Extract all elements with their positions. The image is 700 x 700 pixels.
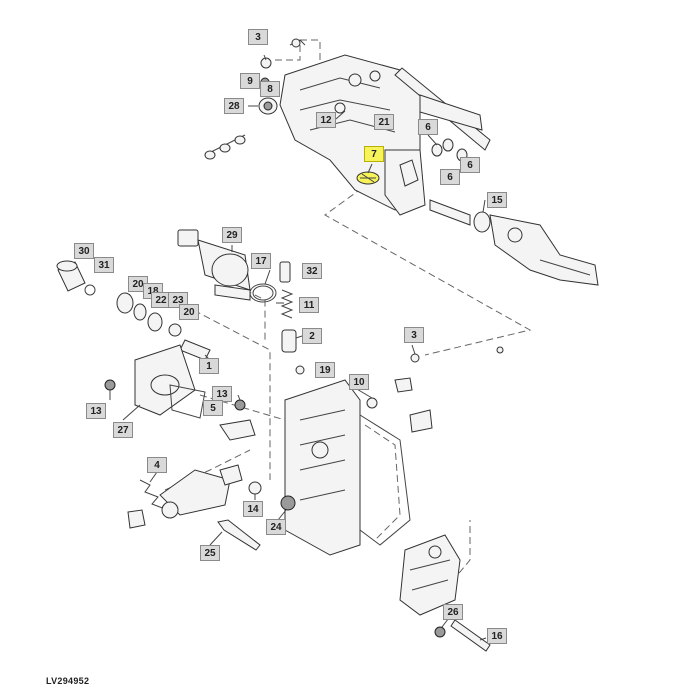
- callout-label: 23: [172, 295, 184, 306]
- bolt-13-right: [234, 399, 246, 411]
- part-7-highlighted-spring: [356, 171, 380, 185]
- callout-14[interactable]: 14: [243, 501, 263, 517]
- callout-label: 17: [255, 256, 267, 267]
- callout-label: 6: [447, 172, 453, 183]
- callout-label: 15: [491, 195, 503, 206]
- callout-27[interactable]: 27: [113, 422, 133, 438]
- drive-shaft-assembly-15: [429, 199, 599, 286]
- callout-30[interactable]: 30: [74, 243, 94, 259]
- callout-label: 10: [353, 377, 365, 388]
- callout-11[interactable]: 11: [299, 297, 319, 313]
- callout-3[interactable]: 3: [404, 327, 424, 343]
- callout-label: 25: [204, 548, 216, 559]
- callout-label: 28: [228, 101, 240, 112]
- callout-label: 6: [467, 160, 473, 171]
- spring-11: [280, 289, 294, 319]
- callout-26[interactable]: 26: [443, 604, 463, 620]
- callout-25[interactable]: 25: [200, 545, 220, 561]
- callout-label: 13: [90, 406, 102, 417]
- plunger-2: [281, 329, 297, 353]
- callout-label: 6: [425, 122, 431, 133]
- bracket-5: [219, 419, 256, 441]
- callout-10[interactable]: 10: [349, 374, 369, 390]
- callout-label: 16: [491, 631, 503, 642]
- callout-12[interactable]: 12: [316, 112, 336, 128]
- lower-bracket-assembly: [399, 534, 461, 616]
- callout-28[interactable]: 28: [224, 98, 244, 114]
- callout-label: 32: [306, 266, 318, 277]
- callout-1[interactable]: 1: [199, 358, 219, 374]
- fuel-pump-upper-assembly: [279, 54, 491, 216]
- callout-label: 11: [303, 300, 315, 311]
- callout-24[interactable]: 24: [266, 519, 286, 535]
- callout-7-highlighted[interactable]: 7: [364, 146, 384, 162]
- washer-14: [248, 481, 262, 495]
- pump-housing-main: [284, 346, 504, 556]
- callout-label: 3: [411, 330, 417, 341]
- spring-4-assembly: [127, 464, 243, 529]
- solenoid-29: [177, 229, 251, 301]
- callout-4[interactable]: 4: [147, 457, 167, 473]
- callout-label: 18: [147, 286, 158, 297]
- callout-label: 14: [247, 504, 259, 515]
- bolt-16: [450, 619, 491, 652]
- callout-8[interactable]: 8: [260, 81, 280, 97]
- callout-20[interactable]: 20: [179, 304, 199, 320]
- callout-6[interactable]: 6: [418, 119, 438, 135]
- sleeve-30: [56, 260, 96, 296]
- callout-label: 13: [216, 389, 228, 400]
- callout-2[interactable]: 2: [302, 328, 322, 344]
- callout-label: 20: [132, 279, 144, 290]
- callout-label: 2: [309, 331, 315, 342]
- callout-21[interactable]: 21: [374, 114, 394, 130]
- callout-6[interactable]: 6: [440, 169, 460, 185]
- callout-label: 8: [267, 84, 273, 95]
- cover-plate-27: [104, 344, 206, 419]
- callout-3[interactable]: 3: [248, 29, 268, 45]
- o-ring-17: [249, 283, 277, 303]
- nut-26: [434, 626, 446, 638]
- callout-label: 12: [320, 115, 332, 126]
- callout-label: 9: [247, 76, 253, 87]
- callout-label: 4: [154, 460, 160, 471]
- callout-label: 29: [226, 230, 238, 241]
- callout-label: 26: [447, 607, 459, 618]
- drawing-id-label: LV294952: [46, 676, 90, 686]
- callout-5[interactable]: 5: [203, 400, 223, 416]
- bolt-25: [217, 519, 261, 551]
- callout-label: 3: [255, 32, 261, 43]
- callout-16[interactable]: 16: [487, 628, 507, 644]
- callout-9[interactable]: 9: [240, 73, 260, 89]
- callout-6[interactable]: 6: [460, 157, 480, 173]
- callout-19[interactable]: 19: [315, 362, 335, 378]
- callout-label: 20: [183, 307, 195, 318]
- callout-17[interactable]: 17: [251, 253, 271, 269]
- callout-label: 21: [378, 117, 390, 128]
- seal-stack-18-22-23: [116, 292, 211, 361]
- callout-29[interactable]: 29: [222, 227, 242, 243]
- callout-label: 7: [371, 149, 377, 160]
- fitting-24: [280, 495, 296, 511]
- callout-15[interactable]: 15: [487, 192, 507, 208]
- callout-label: 5: [210, 403, 216, 414]
- callout-31[interactable]: 31: [94, 257, 114, 273]
- callout-label: 24: [270, 522, 282, 533]
- callout-label: 19: [319, 365, 331, 376]
- callout-32[interactable]: 32: [302, 263, 322, 279]
- callout-label: 27: [117, 425, 129, 436]
- callout-label: 22: [155, 295, 167, 306]
- callout-label: 30: [78, 246, 90, 257]
- callout-13[interactable]: 13: [86, 403, 106, 419]
- callout-label: 31: [98, 260, 110, 271]
- callout-label: 1: [206, 361, 212, 372]
- fitting-32: [279, 261, 291, 283]
